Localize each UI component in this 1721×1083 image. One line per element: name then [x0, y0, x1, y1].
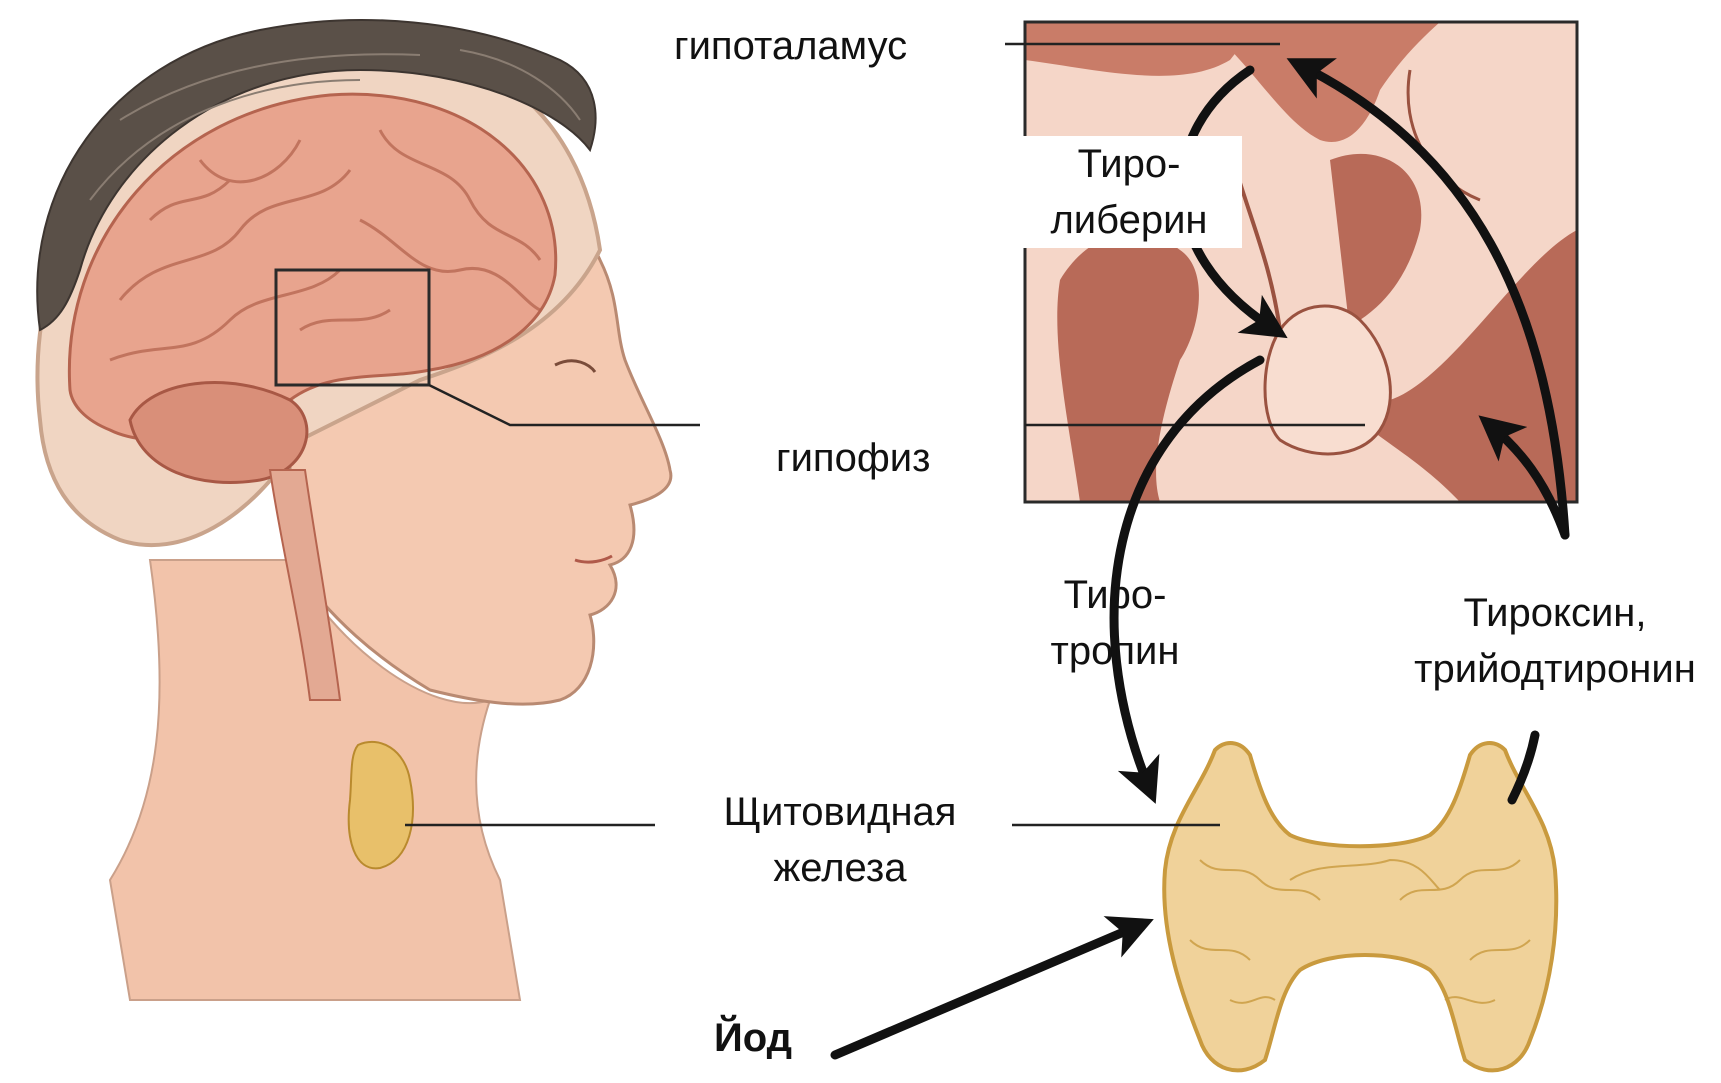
label-thyroliberin-line2: либерин: [1024, 192, 1234, 248]
label-thyroliberin: Тиро- либерин: [1016, 136, 1242, 248]
label-hypothalamus: гипоталамус: [674, 18, 907, 74]
neck-thyroid-shape: [349, 742, 413, 868]
thyroid-body: [1164, 743, 1556, 1070]
label-thyrotropin-line2: тропин: [1020, 623, 1210, 679]
label-thyroliberin-line1: Тиро-: [1024, 136, 1234, 192]
label-pituitary: гипофиз: [776, 430, 930, 486]
head-illustration: [37, 20, 671, 1000]
arrow-iodine: [835, 925, 1140, 1055]
label-thyroid-line1: Щитовидная: [690, 784, 990, 840]
label-thyroid: Щитовидная железа: [690, 784, 990, 896]
thyroid-gland-illustration: [1164, 743, 1556, 1070]
label-thyrotropin: Тиро- тропин: [1020, 567, 1210, 679]
label-iodine: Йод: [714, 1010, 792, 1066]
label-thyrotropin-line1: Тиро-: [1020, 567, 1210, 623]
label-thyroxine: Тироксин, трийодтиронин: [1395, 585, 1715, 697]
label-thyroxine-line2: трийодтиронин: [1395, 641, 1715, 697]
label-thyroxine-line1: Тироксин,: [1395, 585, 1715, 641]
label-thyroid-line2: железа: [690, 840, 990, 896]
